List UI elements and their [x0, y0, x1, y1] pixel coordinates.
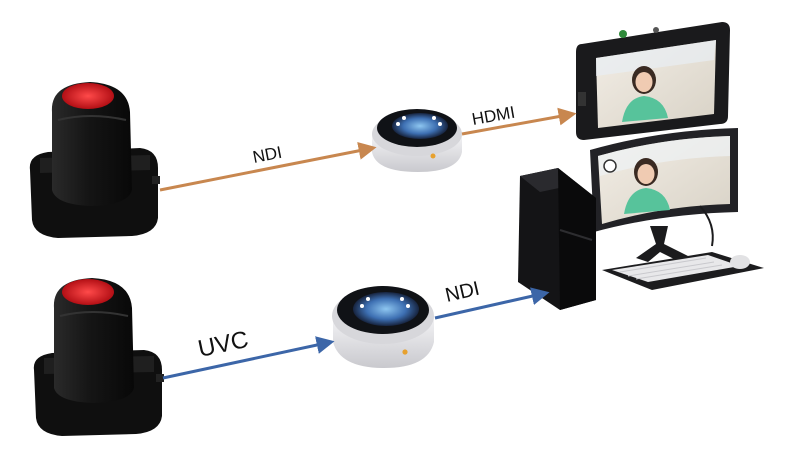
label-uvc: UVC	[196, 326, 251, 363]
arrow-ndi-camera-to-converter	[159, 141, 377, 192]
label-ndi-top: NDI	[251, 143, 283, 167]
camera-tally-light-icon	[62, 83, 114, 109]
power-led-icon	[619, 30, 627, 38]
desktop-pc-setup	[518, 128, 764, 310]
arrow-uvc-camera-to-converter	[162, 336, 335, 380]
arrow-hdmi-converter-to-monitor	[461, 107, 577, 136]
arrow-ndi-converter-to-pc	[434, 287, 550, 320]
ndi-converter-bottom	[332, 286, 434, 368]
ptz-camera-top	[29, 82, 160, 238]
ndi-converter-top	[372, 109, 462, 172]
camera-tally-light-icon	[62, 279, 114, 305]
field-monitor	[576, 22, 730, 140]
converter-touchscreen	[353, 292, 419, 326]
ptz-camera-bottom	[33, 278, 164, 436]
label-ndi-bottom: NDI	[443, 278, 482, 307]
status-led-icon	[402, 349, 408, 355]
converter-touchscreen	[392, 113, 448, 139]
obs-logo-icon	[603, 159, 617, 173]
status-led-icon	[430, 153, 436, 159]
